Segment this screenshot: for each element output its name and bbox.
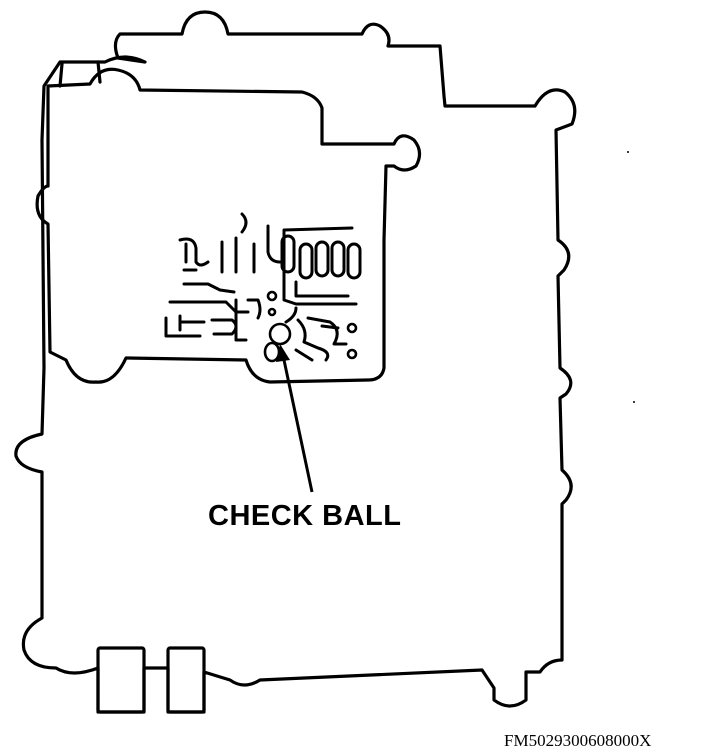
- top-left-tab: [58, 60, 102, 88]
- bottom-tab-left: [96, 646, 146, 714]
- callout-leader-line: [282, 359, 314, 493]
- upper-plate-outline: [35, 67, 422, 384]
- fluid-passages: [164, 212, 362, 362]
- valve-body-outline: [14, 10, 577, 714]
- callout-arrowhead: [276, 344, 290, 362]
- speck-mark: [627, 151, 629, 153]
- check-ball-label: CHECK BALL: [208, 500, 402, 532]
- speck-mark: [633, 401, 635, 403]
- bottom-tab-right: [166, 646, 206, 714]
- figure-code: FM5029300608000X: [504, 731, 652, 750]
